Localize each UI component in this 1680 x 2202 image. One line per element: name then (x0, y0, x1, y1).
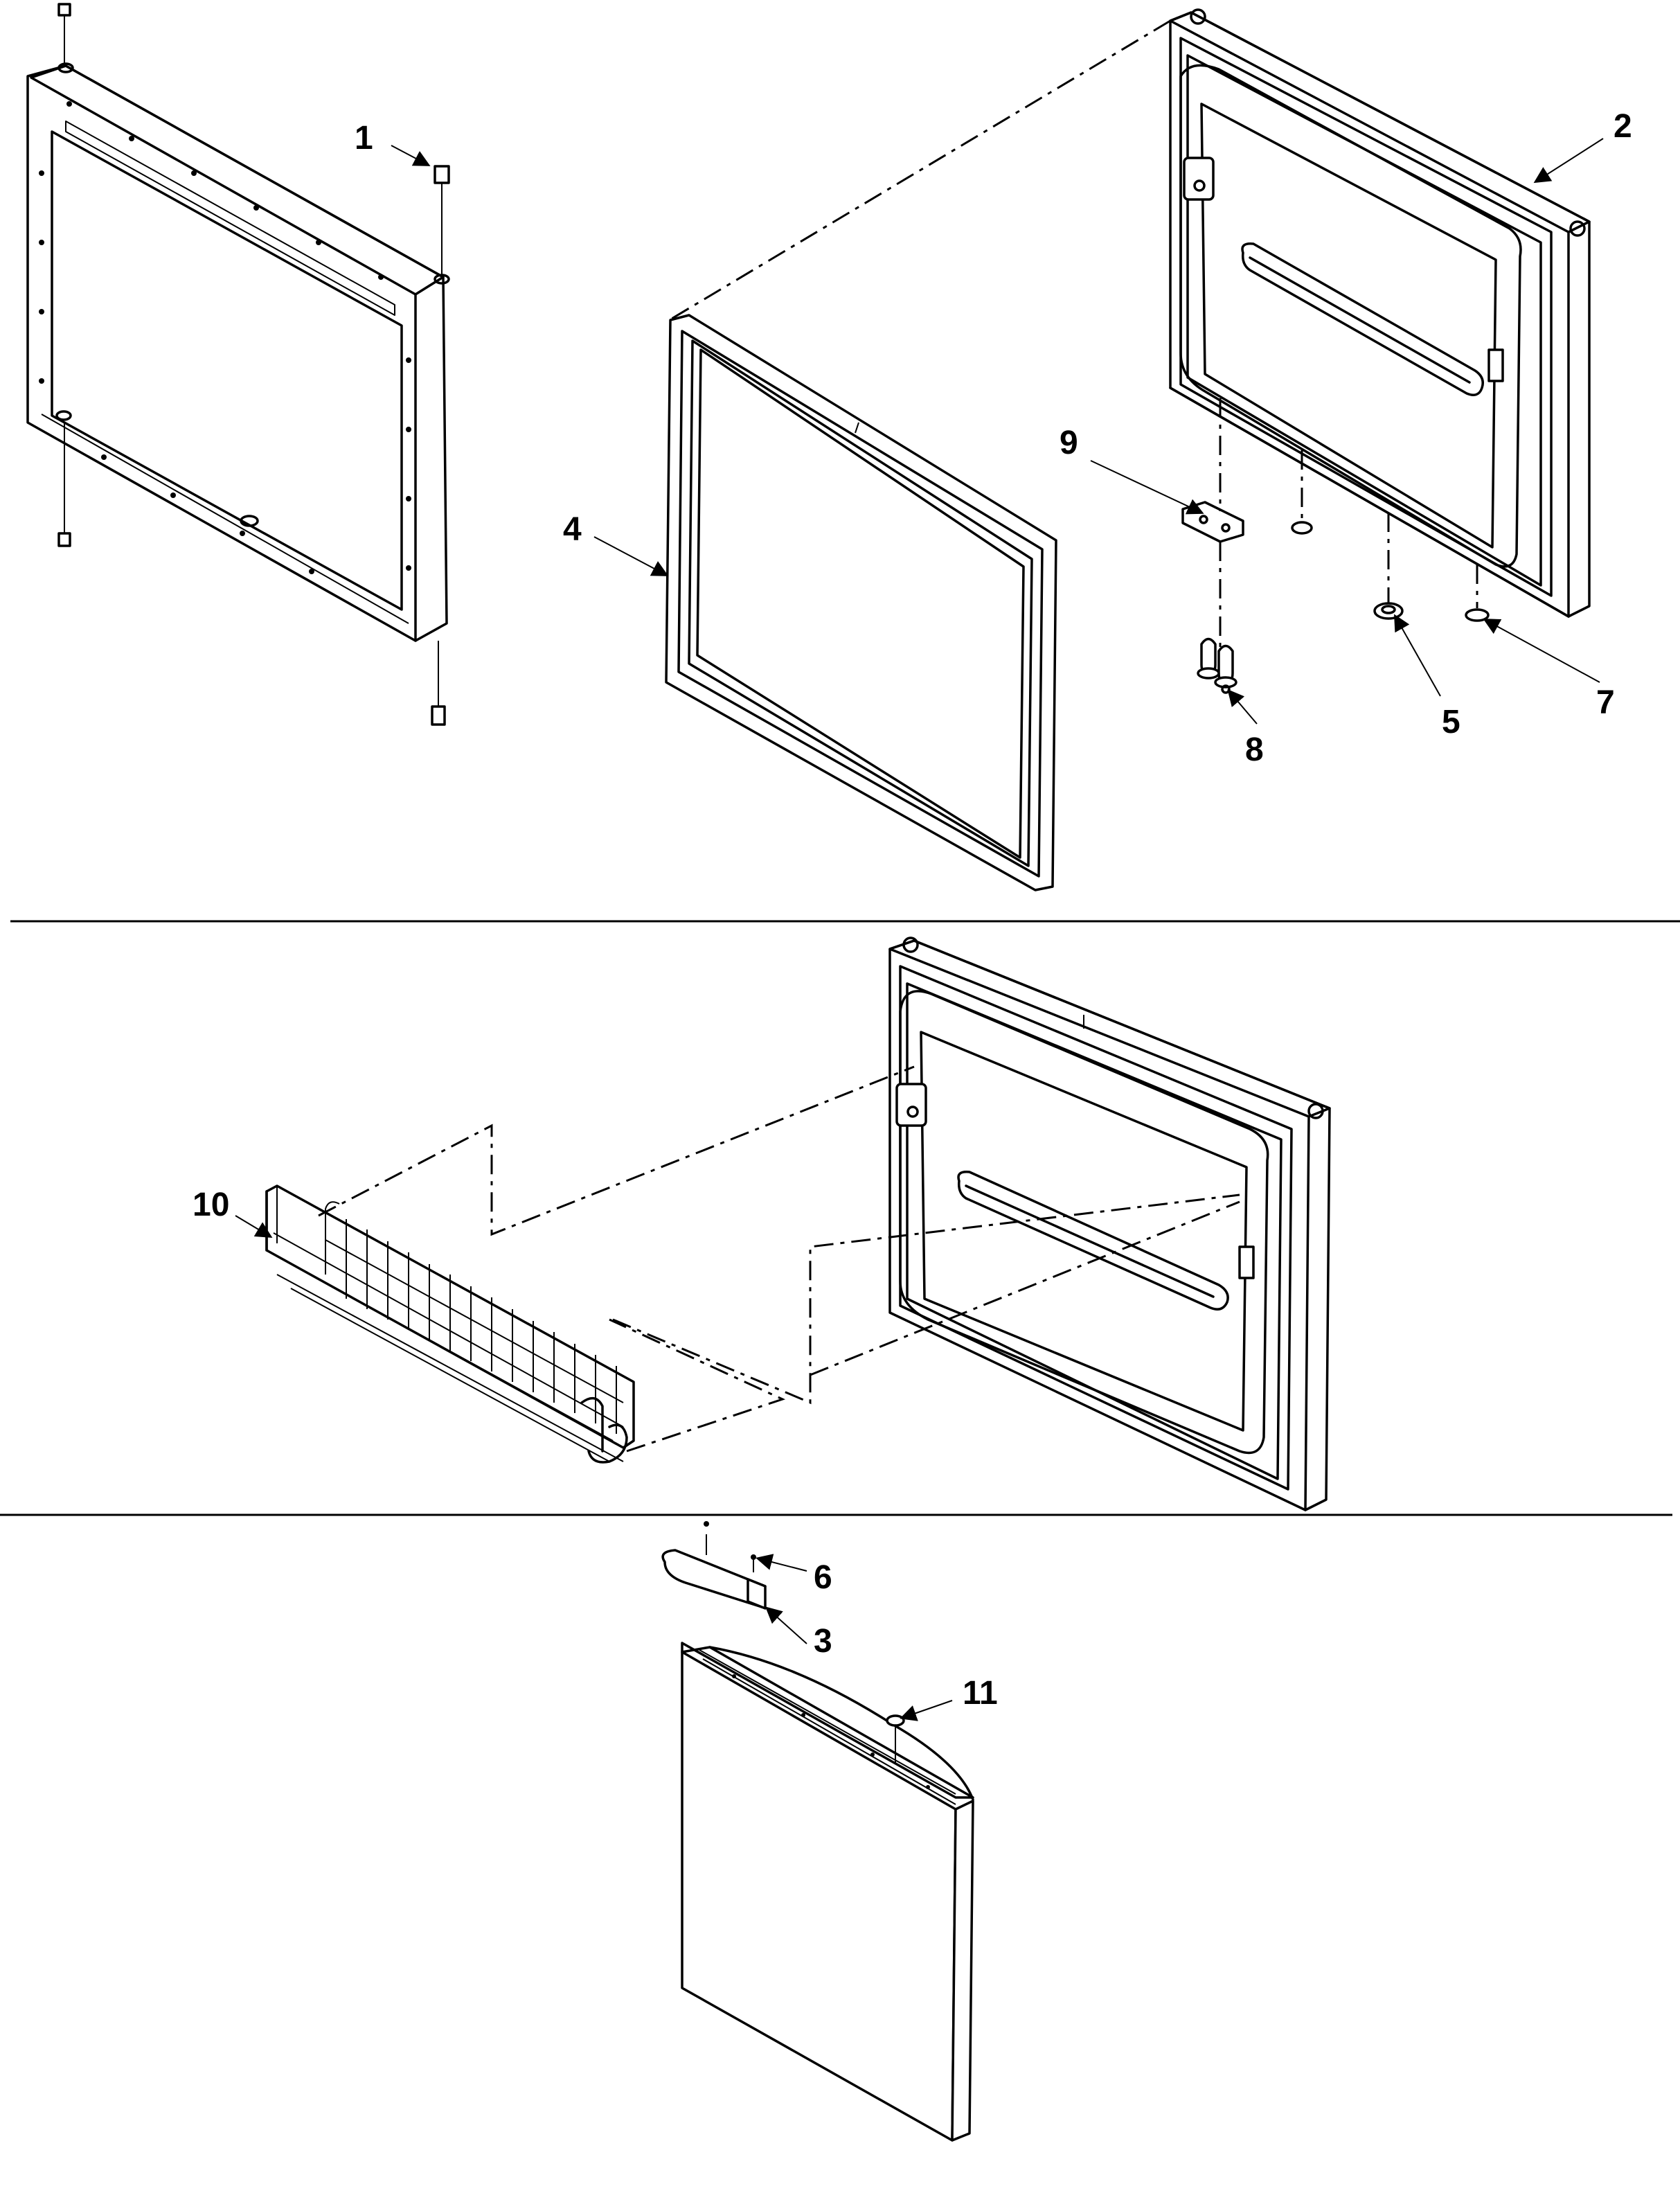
frame-screw-right-top (434, 165, 450, 277)
door-gasket-part (665, 314, 1057, 891)
door-frame-part (26, 62, 450, 642)
wire-basket-part (265, 1184, 635, 1464)
callout-3: 3 (814, 1623, 832, 1660)
frame-screw-bottom-left (57, 423, 71, 547)
callout-11: 11 (963, 1675, 998, 1712)
plug-part (1373, 602, 1404, 620)
callout-7: 7 (1596, 684, 1615, 721)
frame-screw-top (57, 3, 71, 66)
inner-door-middle-part (888, 936, 1331, 1511)
callout-6: 6 (814, 1559, 832, 1596)
callout-10: 10 (193, 1187, 229, 1223)
assembly-lines-top (671, 19, 1478, 648)
callout-8: 8 (1245, 731, 1264, 768)
door-handle-part (661, 1521, 767, 1610)
cap-part (1465, 608, 1490, 622)
callout-2: 2 (1614, 108, 1632, 145)
callout-5: 5 (1442, 704, 1460, 740)
callout-labels: 1 2 3 4 5 6 7 8 9 10 11 (193, 108, 1632, 1712)
callout-4: 4 (563, 511, 582, 548)
hinge-pin-part (1197, 637, 1237, 694)
small-plug-part (1291, 521, 1313, 535)
handle-screw-part (751, 1554, 756, 1572)
inner-door-part (1169, 8, 1591, 618)
callout-leaders (235, 138, 1604, 1721)
frame-screw-right-bottom (431, 641, 446, 726)
assembly-lines-middle (318, 1065, 1240, 1453)
callout-9: 9 (1060, 425, 1078, 461)
callout-1: 1 (355, 120, 373, 157)
door-panel-part (681, 1642, 974, 2142)
